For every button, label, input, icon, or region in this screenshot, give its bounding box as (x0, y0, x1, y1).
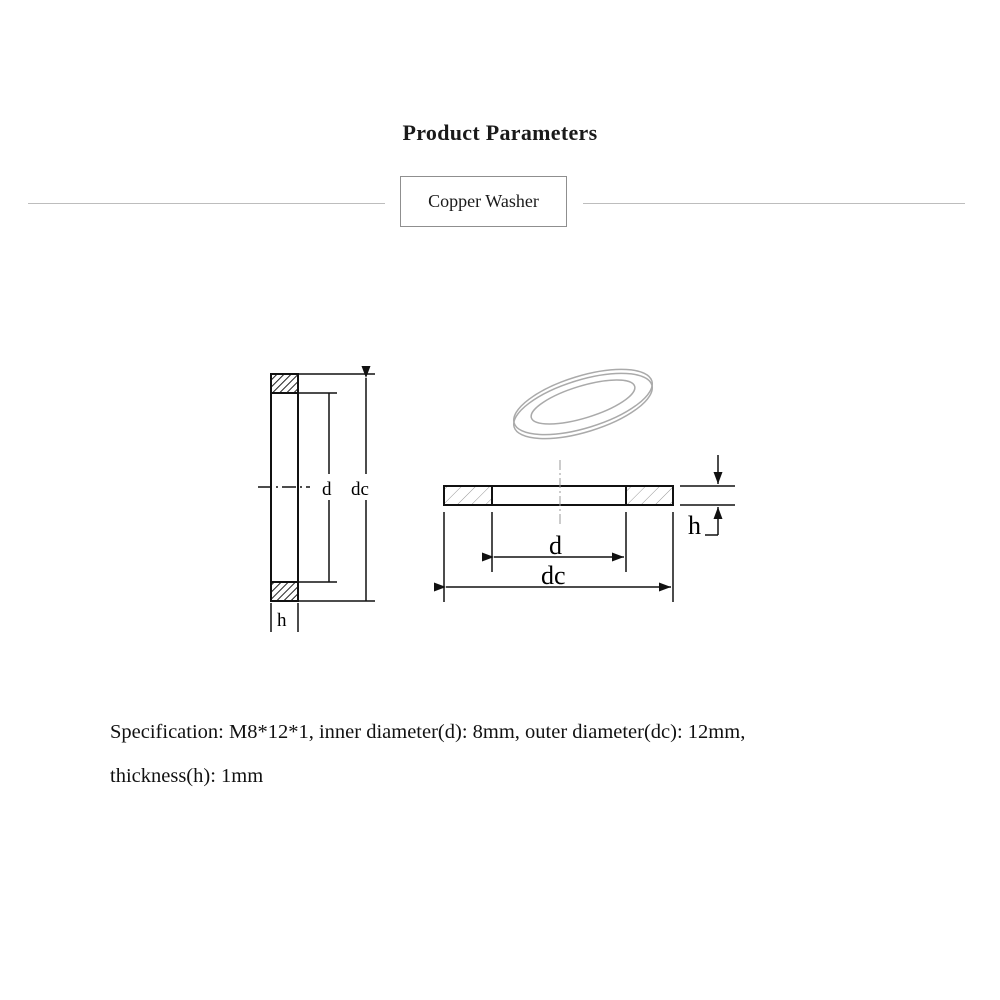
page-title: Product Parameters (402, 120, 598, 145)
front-h-label: h (688, 511, 701, 540)
divider-left (28, 203, 385, 204)
front-dc-label: dc (541, 561, 566, 590)
side-dc-label: dc (351, 479, 369, 500)
front-view-drawing (434, 455, 735, 602)
front-d-label: d (549, 531, 562, 560)
side-view-drawing (258, 366, 375, 632)
spec-line-2: thickness(h): 1mm (110, 765, 264, 787)
side-d-label: d (322, 479, 332, 500)
side-h-label: h (277, 610, 287, 631)
product-tag-label: Copper Washer (428, 191, 539, 211)
divider-right (583, 203, 965, 204)
product-tag-box: Copper Washer (400, 176, 567, 227)
specification-text: Specification: M8*12*1, inner diameter(d… (110, 710, 970, 798)
washer-isometric-icon (512, 368, 654, 440)
spec-line-1: Specification: M8*12*1, inner diameter(d… (110, 721, 746, 743)
